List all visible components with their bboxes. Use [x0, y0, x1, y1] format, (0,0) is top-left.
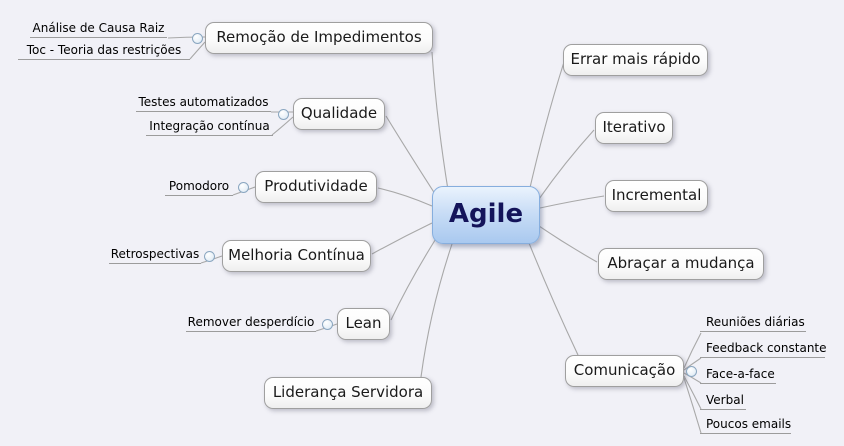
leaf-label: Face-a-face	[706, 367, 775, 381]
leaf-label: Retrospectivas	[110, 247, 200, 261]
fold-handle-icon[interactable]	[322, 319, 333, 330]
fold-handle-icon[interactable]	[192, 33, 203, 44]
topic-label: Remoção de Impedimentos	[216, 28, 422, 46]
topic-lean[interactable]: Lean	[337, 308, 390, 340]
leaf-integracao-continua[interactable]: Integração contínua	[146, 118, 273, 136]
leaf-toc-teoria-das-restricoes[interactable]: Toc - Teoria das restrições	[18, 42, 190, 60]
topic-melhoria-continua[interactable]: Melhoria Contínua	[222, 240, 371, 272]
leaf-label: Verbal	[706, 393, 744, 407]
fold-handle-icon[interactable]	[686, 366, 697, 377]
topic-label: Lean	[345, 314, 382, 332]
leaf-feedback-constante[interactable]: Feedback constante	[700, 340, 827, 358]
topic-label: Liderança Servidora	[272, 383, 424, 401]
topic-label: Qualidade	[300, 104, 378, 122]
leaf-label: Integração contínua	[149, 119, 270, 133]
fold-handle-icon[interactable]	[204, 251, 215, 262]
topic-label: Abraçar a mudança	[607, 254, 755, 272]
leaf-label: Pomodoro	[168, 179, 230, 193]
topic-qualidade[interactable]: Qualidade	[293, 98, 385, 130]
leaf-pomodoro[interactable]: Pomodoro	[165, 178, 233, 196]
root-topic-label: Agile	[448, 199, 524, 229]
leaf-label: Remover desperdício	[187, 315, 315, 329]
topic-incremental[interactable]: Incremental	[605, 180, 708, 212]
topic-produtividade[interactable]: Produtividade	[255, 171, 377, 203]
topic-remocao-de-impedimentos[interactable]: Remoção de Impedimentos	[205, 22, 433, 54]
fold-handle-icon[interactable]	[278, 109, 289, 120]
leaf-label: Testes automatizados	[138, 95, 269, 109]
leaf-poucos-emails[interactable]: Poucos emails	[700, 416, 791, 434]
root-topic-agile[interactable]: Agile	[432, 186, 540, 244]
topic-lideranca-servidora[interactable]: Liderança Servidora	[264, 377, 432, 409]
leaf-label: Feedback constante	[706, 341, 827, 355]
leaf-testes-automatizados[interactable]: Testes automatizados	[136, 94, 271, 112]
topic-label: Iterativo	[602, 118, 666, 136]
leaf-reunioes-diarias[interactable]: Reuniões diárias	[700, 314, 806, 332]
topic-errar-mais-rapido[interactable]: Errar mais rápido	[563, 44, 708, 76]
topic-iterativo[interactable]: Iterativo	[595, 112, 673, 144]
topic-comunicacao[interactable]: Comunicação	[565, 355, 684, 387]
leaf-label: Análise de Causa Raiz	[32, 21, 165, 35]
leaf-retrospectivas[interactable]: Retrospectivas	[109, 246, 201, 264]
fold-handle-icon[interactable]	[238, 182, 249, 193]
leaf-label: Reuniões diárias	[706, 315, 805, 329]
topic-abracar-a-mudanca[interactable]: Abraçar a mudança	[598, 248, 764, 280]
leaf-label: Toc - Teoria das restrições	[26, 43, 182, 57]
leaf-label: Poucos emails	[706, 417, 792, 431]
leaf-remover-desperdicio[interactable]: Remover desperdício	[186, 314, 316, 332]
leaf-face-a-face[interactable]: Face-a-face	[700, 366, 776, 384]
topic-label: Comunicação	[573, 361, 676, 379]
leaf-analise-de-causa-raiz[interactable]: Análise de Causa Raiz	[30, 20, 167, 38]
topic-label: Errar mais rápido	[570, 50, 701, 68]
topic-label: Melhoria Contínua	[228, 246, 365, 264]
topic-label: Incremental	[611, 186, 702, 204]
topic-label: Produtividade	[264, 177, 368, 195]
leaf-verbal[interactable]: Verbal	[700, 392, 746, 410]
